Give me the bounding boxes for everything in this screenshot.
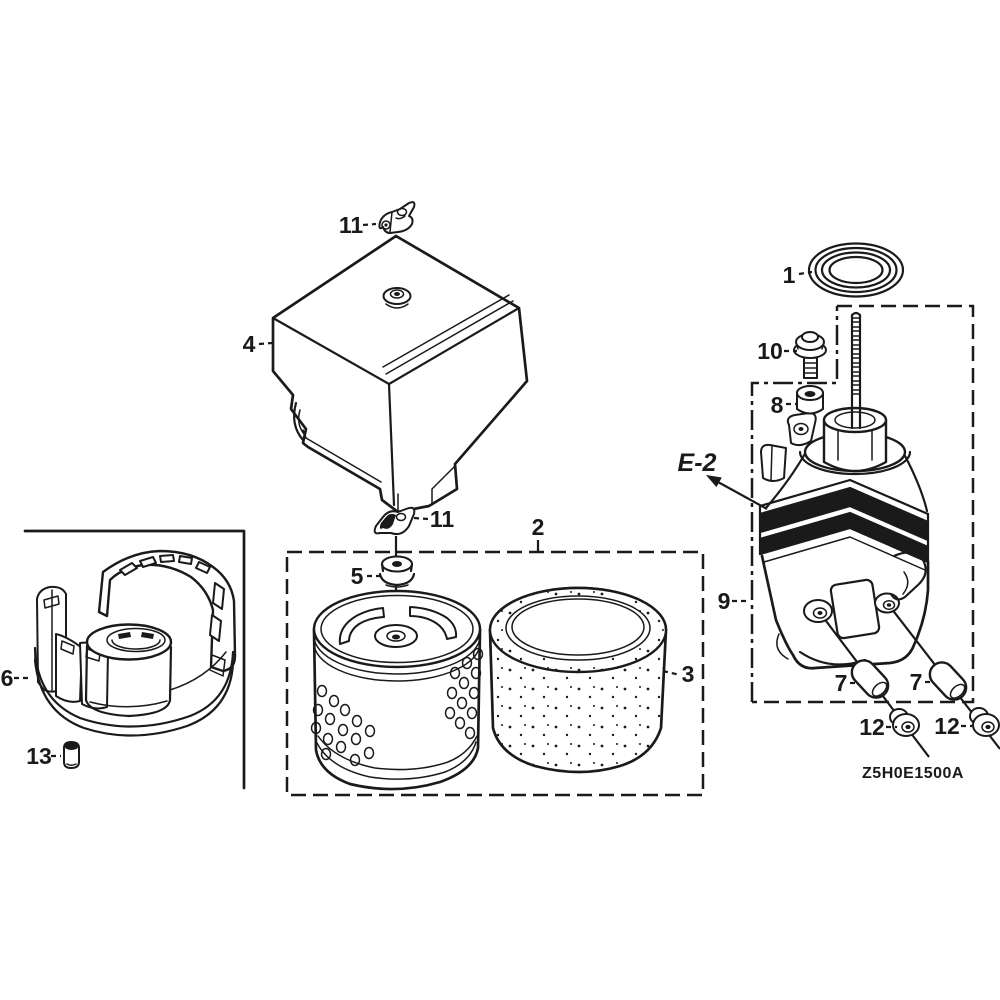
callout-11-bottom: 11 <box>430 506 455 532</box>
callout-6: 6 <box>1 665 14 691</box>
part-11-wing-bolt-top <box>378 201 416 234</box>
part-12-nut-right <box>969 707 1000 737</box>
callout-1: 1 <box>783 262 796 288</box>
part-2-kit-dashed-box <box>285 550 705 797</box>
callout-4: 4 <box>243 331 256 357</box>
part-8-collar <box>796 385 824 415</box>
callout-13: 13 <box>26 743 52 769</box>
part-9-base-assembly <box>758 311 1000 758</box>
part-11-setting-plate <box>373 506 416 536</box>
part-12-nut-left <box>889 708 920 737</box>
callout-9: 9 <box>718 588 731 614</box>
air-guide-center-cylinder <box>84 623 173 718</box>
callout-11-top: 11 <box>339 212 364 238</box>
callout-7-right: 7 <box>910 669 923 695</box>
callout-12-left: 12 <box>859 714 885 740</box>
callout-5: 5 <box>351 563 364 589</box>
callout-leader-lines <box>14 222 972 758</box>
part-13-pin <box>63 741 80 769</box>
part-6-corner-bracket <box>23 529 246 790</box>
part-9-dashed-boundary <box>750 304 975 704</box>
part-7-collar-left <box>850 659 890 699</box>
paper-filter-element <box>310 589 484 791</box>
part-5-grommet <box>378 555 416 588</box>
callout-3: 3 <box>682 661 695 687</box>
cover-grommet <box>382 287 412 309</box>
part-1-seal-ring <box>807 242 905 298</box>
e2-reference-arrow <box>706 475 768 510</box>
filter-vent-holes <box>310 647 484 767</box>
callout-10: 10 <box>757 338 783 364</box>
e2-reference-label: E-2 <box>678 449 717 477</box>
part-3-outer-foam-filter <box>488 586 668 774</box>
callout-12-right: 12 <box>934 713 960 739</box>
part-7-collar-right <box>928 661 968 701</box>
callout-8: 8 <box>771 392 784 418</box>
callout-7-left: 7 <box>835 670 848 696</box>
part-10-flange-bolt <box>793 331 827 379</box>
callout-2: 2 <box>532 514 545 540</box>
stud-bolt <box>850 311 862 430</box>
part-6-air-guide <box>33 549 237 737</box>
diagram-code: Z5H0E1500A <box>862 765 964 782</box>
part-4-air-cleaner-cover <box>271 234 529 514</box>
